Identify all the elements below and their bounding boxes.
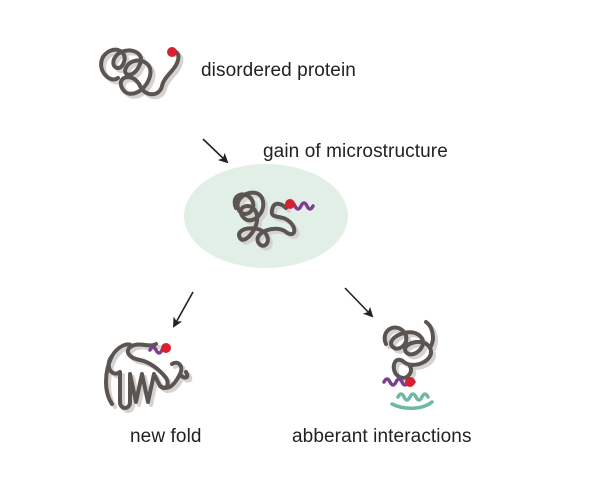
red-residue xyxy=(161,343,171,353)
label-gain-of-microstructure: gain of microstructure xyxy=(263,141,448,162)
label-new-fold: new fold xyxy=(130,426,202,447)
red-residue xyxy=(167,47,177,57)
new-fold-protein-icon xyxy=(104,342,193,413)
aberrant-complex-icon xyxy=(382,320,438,410)
teal-helix xyxy=(396,392,430,402)
teal-partner xyxy=(390,400,434,410)
arrow-icon xyxy=(344,287,374,318)
microstructure-protein-icon xyxy=(232,190,315,251)
label-disordered-protein: disordered protein xyxy=(201,60,356,81)
label-abberant-interactions: abberant interactions xyxy=(292,426,472,447)
red-residue xyxy=(405,377,415,387)
red-residue xyxy=(285,199,295,209)
disordered-protein-icon xyxy=(99,47,184,100)
arrow-icon xyxy=(173,291,194,328)
arrow-icon xyxy=(202,138,229,164)
